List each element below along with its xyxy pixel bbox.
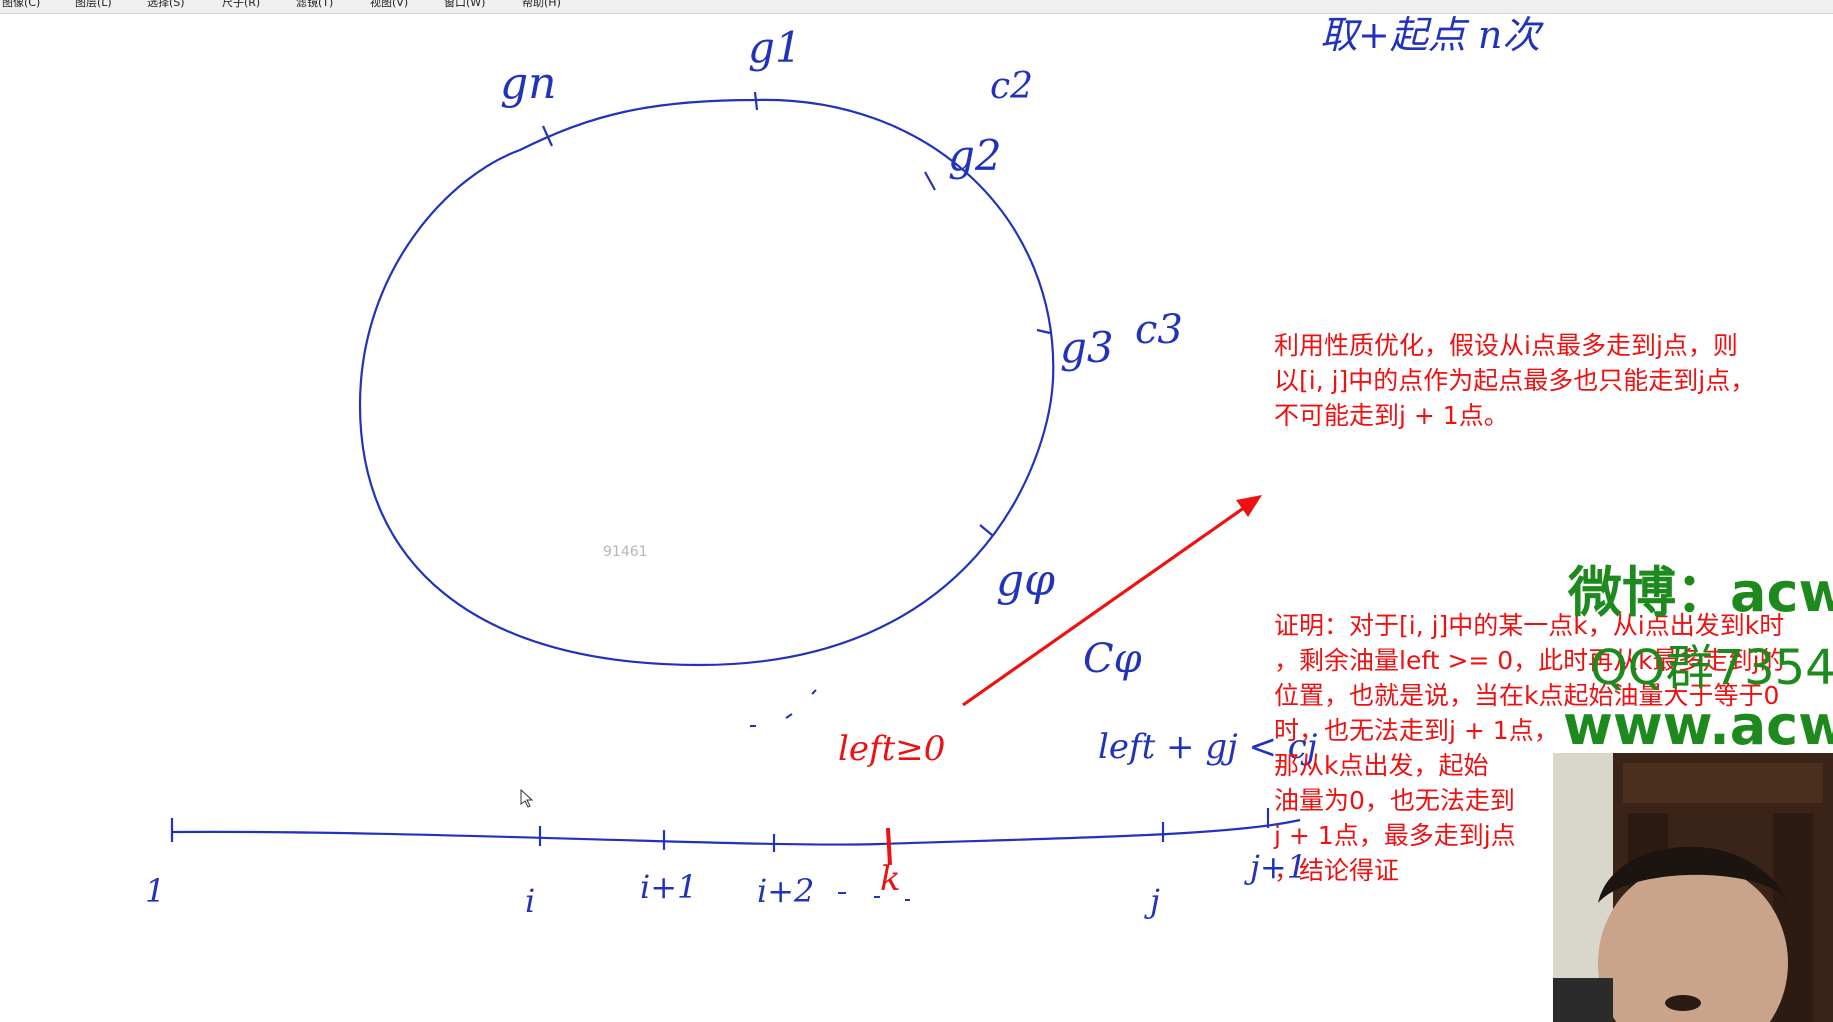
gas-station-circle <box>358 98 1055 667</box>
proof-note: 利用性质优化，假设从i点最多走到j点，则 以[i, j]中的点作为起点最多也只能… <box>1274 258 1833 923</box>
circle-ticks <box>541 91 1051 536</box>
watermark-qq: QQ群7354 <box>1590 640 1833 696</box>
note-paragraph-property: 利用性质优化，假设从i点最多走到j点，则 以[i, j]中的点作为起点最多也只能… <box>1274 331 1756 430</box>
label-gn: gn <box>500 58 557 109</box>
dash-marks <box>750 689 910 901</box>
red-arrow <box>962 495 1262 707</box>
label-g1: g1 <box>748 23 802 72</box>
label-g2: g2 <box>948 131 1002 180</box>
label-g4: gφ <box>996 555 1055 606</box>
label-c3: c3 <box>1135 307 1183 353</box>
label-left-ge-0: left≥0 <box>838 729 945 769</box>
label-i: i <box>525 882 535 920</box>
menu-ruler[interactable]: 尺子(R) <box>222 0 261 9</box>
label-j-plus-1: j+1 <box>1244 848 1307 886</box>
canvas-id-text: 91461 <box>603 544 648 560</box>
label-i-plus-2: i+2 <box>757 872 814 910</box>
k-marker <box>886 827 892 866</box>
label-c2: c2 <box>990 66 1033 107</box>
webcam-feed <box>1553 753 1833 1022</box>
label-j: j <box>1144 882 1160 920</box>
menu-bar: 图像(C) 图层(L) 选择(S) 尺子(R) 滤镜(T) 视图(V) 窗口(W… <box>0 0 1833 14</box>
label-k: k <box>880 859 901 899</box>
menu-window[interactable]: 窗口(W) <box>444 0 486 9</box>
note-paragraph-proof: 证明：对于[i, j]中的某一点k，从i点出发到k时 ，剩余油量left >= … <box>1274 611 1785 885</box>
menu-filter[interactable]: 滤镜(T) <box>296 0 334 9</box>
mouse-cursor-icon <box>520 788 534 808</box>
label-c4: Cφ <box>1083 636 1142 682</box>
label-i-plus-1: i+1 <box>640 868 697 906</box>
menu-view[interactable]: 视图(V) <box>370 0 409 9</box>
menu-layer[interactable]: 图层(L) <box>75 0 112 9</box>
number-line <box>171 818 1301 846</box>
menu-select[interactable]: 选择(S) <box>147 0 185 9</box>
label-1: 1 <box>145 872 165 910</box>
label-condition: left + gj < cj <box>1098 727 1318 767</box>
label-g3: g3 <box>1060 323 1114 372</box>
number-line-ticks <box>170 808 1270 852</box>
watermark-website: www.acwi <box>1563 694 1833 757</box>
menu-image[interactable]: 图像(C) <box>2 0 41 9</box>
label-top-right: 取+起点 n次 <box>1320 13 1544 57</box>
menu-help[interactable]: 帮助(H) <box>522 0 561 9</box>
watermark-weibo: 微博：acwi <box>1568 561 1833 624</box>
